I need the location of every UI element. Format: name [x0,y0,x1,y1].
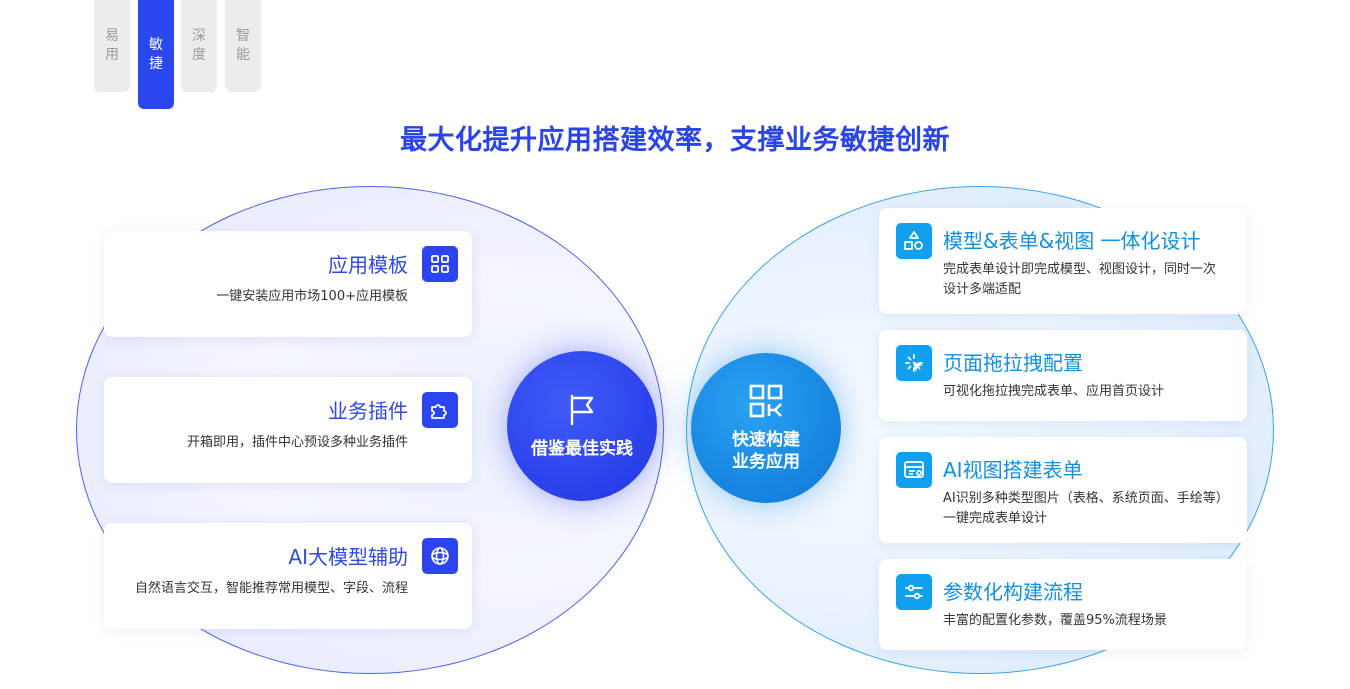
hub-label: 借鉴最佳实践 [531,439,633,459]
card-drag-drop-config[interactable]: 页面拖拉拽配置 可视化拖拉拽完成表单、应用首页设计 [879,330,1247,421]
card-description: 完成表单设计即完成模型、视图设计，同时一次设计多端适配 [943,262,1217,297]
card-ai-view-form[interactable]: AI视图搭建表单 AI识别多种类型图片（表格、系统页面、手绘等）一键完成表单设计 [879,437,1247,543]
grid-apps-icon [422,246,458,282]
hub-quick-build: 快速构建 业务应用 [691,353,841,503]
tab-depth-label-bottom: 度 [192,47,206,63]
tab-smart-label-top: 智 [236,28,250,44]
tab-depth-label-top: 深 [192,28,206,44]
card-description: 开箱即用，插件中心预设多种业务插件 [186,435,408,450]
card-title: 模型&表单&视图 一体化设计 [943,229,1201,253]
card-app-templates[interactable]: 应用模板 一键安装应用市场100+应用模板 [104,231,472,337]
card-integrated-design[interactable]: 模型&表单&视图 一体化设计 完成表单设计即完成模型、视图设计，同时一次设计多端… [879,208,1247,314]
tab-easy-label-bottom: 用 [105,47,119,63]
tab-agile-label-top: 敏 [149,36,163,53]
tab-smart[interactable]: 智 能 [225,0,261,92]
card-description: 自然语言交互，智能推荐常用模型、字段、流程 [134,581,408,596]
card-description: 丰富的配置化参数，覆盖95%流程场景 [943,613,1167,628]
card-ai-model-assist[interactable]: AI大模型辅助 自然语言交互，智能推荐常用模型、字段、流程 [104,523,472,629]
ai-knot-icon [422,538,458,574]
tab-easy[interactable]: 易 用 [94,0,130,92]
card-title: 应用模板 [328,253,408,277]
tab-smart-label-bottom: 能 [236,47,250,63]
qr-grid-icon [749,384,783,418]
tab-easy-label-top: 易 [105,28,119,44]
flag-icon [570,394,594,426]
card-title: 页面拖拉拽配置 [943,351,1083,375]
cursor-click-icon [896,345,932,381]
card-title: AI视图搭建表单 [943,458,1083,482]
card-title: 业务插件 [328,399,408,423]
card-parametric-flow[interactable]: 参数化构建流程 丰富的配置化参数，覆盖95%流程场景 [879,559,1247,650]
shapes-icon [896,223,932,259]
puzzle-icon [422,392,458,428]
tab-depth[interactable]: 深 度 [181,0,217,92]
card-business-plugins[interactable]: 业务插件 开箱即用，插件中心预设多种业务插件 [104,377,472,483]
sliders-icon [896,574,932,610]
card-title: 参数化构建流程 [943,580,1083,604]
tab-agile[interactable]: 敏 捷 [138,0,174,109]
card-title: AI大模型辅助 [288,545,408,569]
page-headline: 最大化提升应用搭建效率，支撑业务敏捷创新 [400,125,950,156]
card-description: 一键安装应用市场100+应用模板 [216,289,408,304]
card-description: 可视化拖拉拽完成表单、应用首页设计 [943,384,1165,399]
hub-label-line2: 业务应用 [732,452,800,472]
browser-window-icon [896,452,932,488]
hub-best-practice: 借鉴最佳实践 [507,351,657,501]
tab-agile-label-bottom: 捷 [149,55,163,72]
hub-label-line1: 快速构建 [732,430,800,450]
card-description: AI识别多种类型图片（表格、系统页面、手绘等）一键完成表单设计 [943,491,1223,526]
